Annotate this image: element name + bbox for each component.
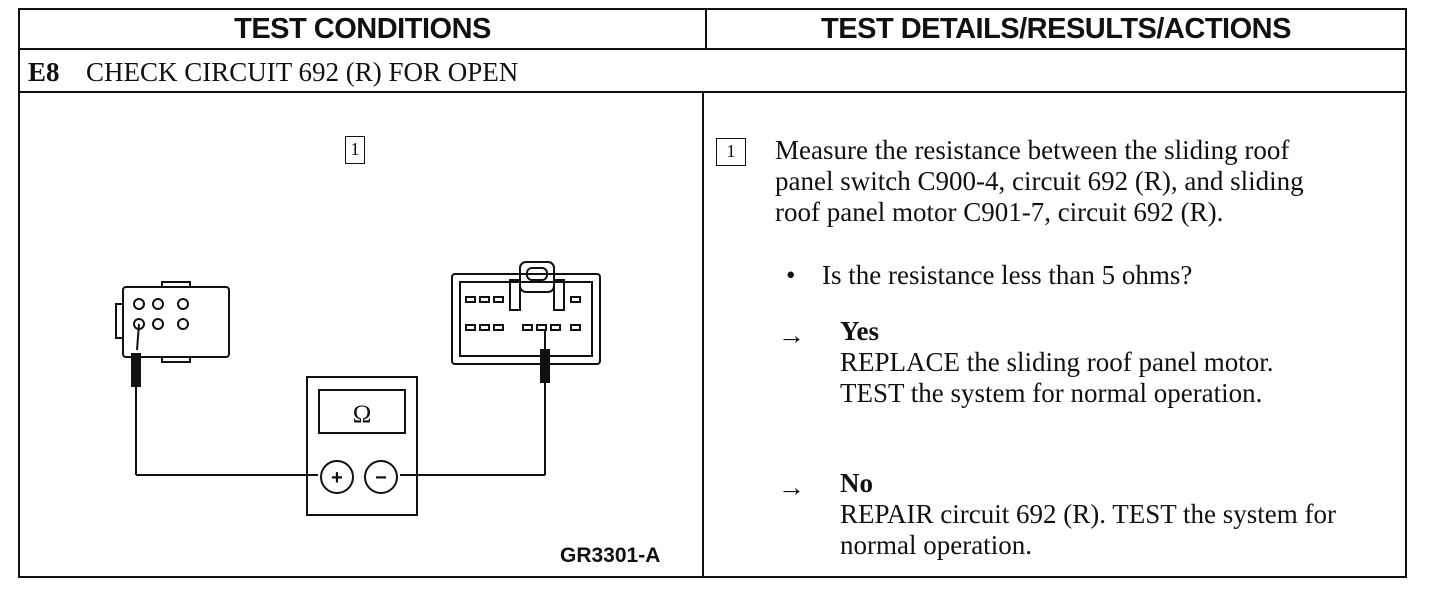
yes-result: Yes REPLACE the sliding roof panel motor… <box>840 316 1273 409</box>
switch-connector-icon <box>115 281 230 363</box>
plus-terminal-label: + <box>331 467 343 489</box>
column-divider <box>702 91 704 576</box>
step-title-row: E8 CHECK CIRCUIT 692 (R) FOR OPEN <box>28 54 518 90</box>
yes-action-line: REPLACE the sliding roof panel motor. <box>840 347 1274 377</box>
motor-connector-icon <box>451 261 601 365</box>
minus-terminal-label: − <box>375 467 387 489</box>
no-result: No REPAIR circuit 692 (R). TEST the syst… <box>840 468 1336 561</box>
step-title: CHECK CIRCUIT 692 (R) FOR OPEN <box>86 57 519 87</box>
instruction-text: Measure the resistance between the slidi… <box>775 135 1304 228</box>
left-probe-icon <box>131 353 141 475</box>
instruction-line: panel switch C900-4, circuit 692 (R), an… <box>775 166 1304 196</box>
test-details-header: TEST DETAILS/RESULTS/ACTIONS <box>821 13 1291 45</box>
multimeter-diagram: Ω + − <box>115 261 601 516</box>
yes-action-line: TEST the system for normal operation. <box>840 378 1263 408</box>
question-text: Is the resistance less than 5 ohms? <box>822 260 1193 290</box>
instruction-line: Measure the resistance between the slidi… <box>775 135 1290 165</box>
no-label: No <box>840 468 873 498</box>
details-step-box: 1 <box>716 138 746 166</box>
step-divider <box>20 91 1405 93</box>
no-action-line: normal operation. <box>840 530 1032 560</box>
no-action-line: REPAIR circuit 692 (R). TEST the system … <box>840 499 1336 529</box>
test-conditions-header: TEST CONDITIONS <box>20 10 707 48</box>
bullet-marker: • <box>786 260 796 290</box>
no-arrow-icon: → <box>778 472 805 502</box>
test-lead-wires-icon <box>136 382 546 476</box>
test-procedure-table: TEST CONDITIONS TEST DETAILS/RESULTS/ACT… <box>18 8 1407 578</box>
header-divider <box>20 48 1405 50</box>
yes-arrow-icon: → <box>778 320 805 350</box>
yes-label: Yes <box>840 316 879 346</box>
multimeter-icon <box>306 376 418 516</box>
figure-step-box: 1 <box>345 136 365 164</box>
step-id: E8 <box>28 57 60 87</box>
instruction-line: roof panel motor C901-7, circuit 692 (R)… <box>775 197 1224 227</box>
figure-reference: GR3301-A <box>560 544 661 567</box>
right-probe-icon <box>540 349 550 383</box>
ohm-symbol: Ω <box>353 401 372 428</box>
